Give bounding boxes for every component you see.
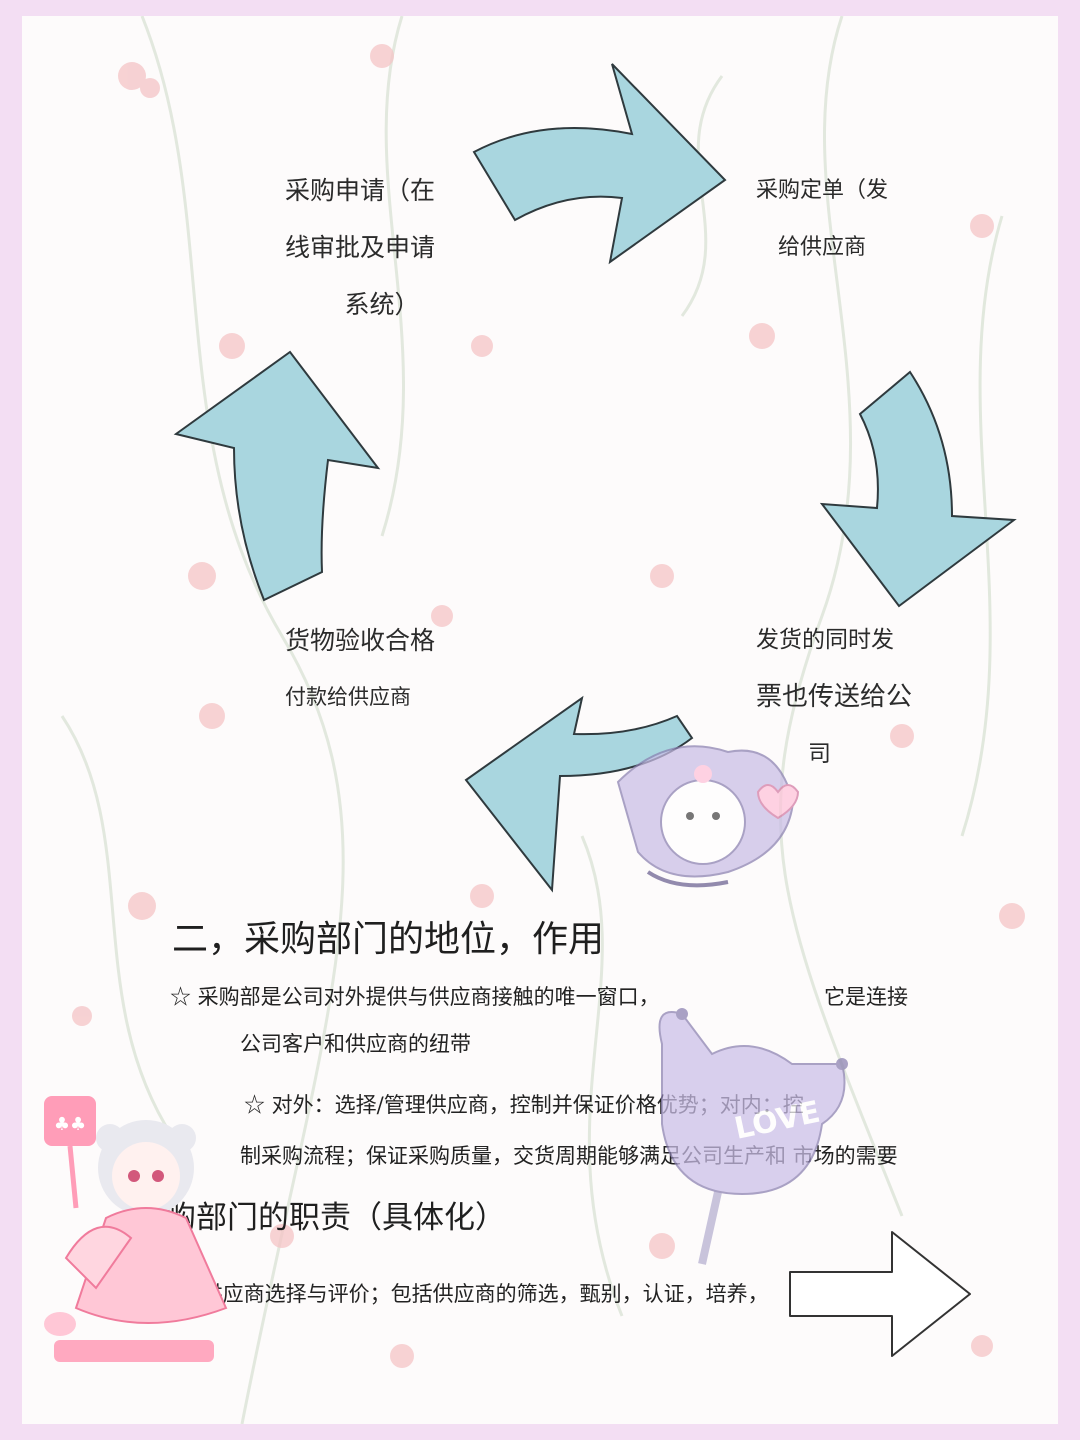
sign-text: ♣♣ <box>54 1114 86 1135</box>
section-2-line-1a: ☆ 采购部是公司对外提供与供应商接触的唯一窗口， <box>170 985 660 1009</box>
kuromi-sticker-icon <box>616 745 800 888</box>
section-2-line-2: 公司客户和供应商的纽带 <box>240 1032 471 1056</box>
next-arrow-icon <box>789 1231 971 1357</box>
step-purchase-order: 采购定单（发 给供应商 <box>756 178 889 260</box>
section-3-line-1: ☆ 供应商选择与评价；包括供应商的筛选，甄别，认证，培养， <box>174 1282 769 1306</box>
arrow-to-invoice <box>819 370 1017 608</box>
document-page: 采购申请（在 线审批及申请 系统） 采购定单（发 给供应商 发货的同时发 票也传… <box>22 16 1058 1424</box>
arrow-to-order <box>472 63 727 265</box>
process-cycle-arrows <box>173 63 1017 893</box>
section-3-title: 采购部门的职责（具体化） <box>134 1200 506 1236</box>
section-2-title: 二，采购部门的地位，作用 <box>172 919 605 960</box>
step-payment: 货物验收合格 付款给供应商 <box>285 626 436 709</box>
step-invoice: 发货的同时发 票也传送给公 司 <box>756 627 913 767</box>
arrow-to-request <box>173 350 381 602</box>
anime-girl-sticker-icon: ♣♣ <box>44 1096 228 1362</box>
section-2-line-1b: 它是连接 <box>824 985 908 1009</box>
floral-background <box>60 16 1025 1424</box>
love-lollipop-sticker-icon: LOVE <box>658 1008 848 1265</box>
step-purchase-request: 采购申请（在 线审批及申请 系统） <box>285 176 436 319</box>
